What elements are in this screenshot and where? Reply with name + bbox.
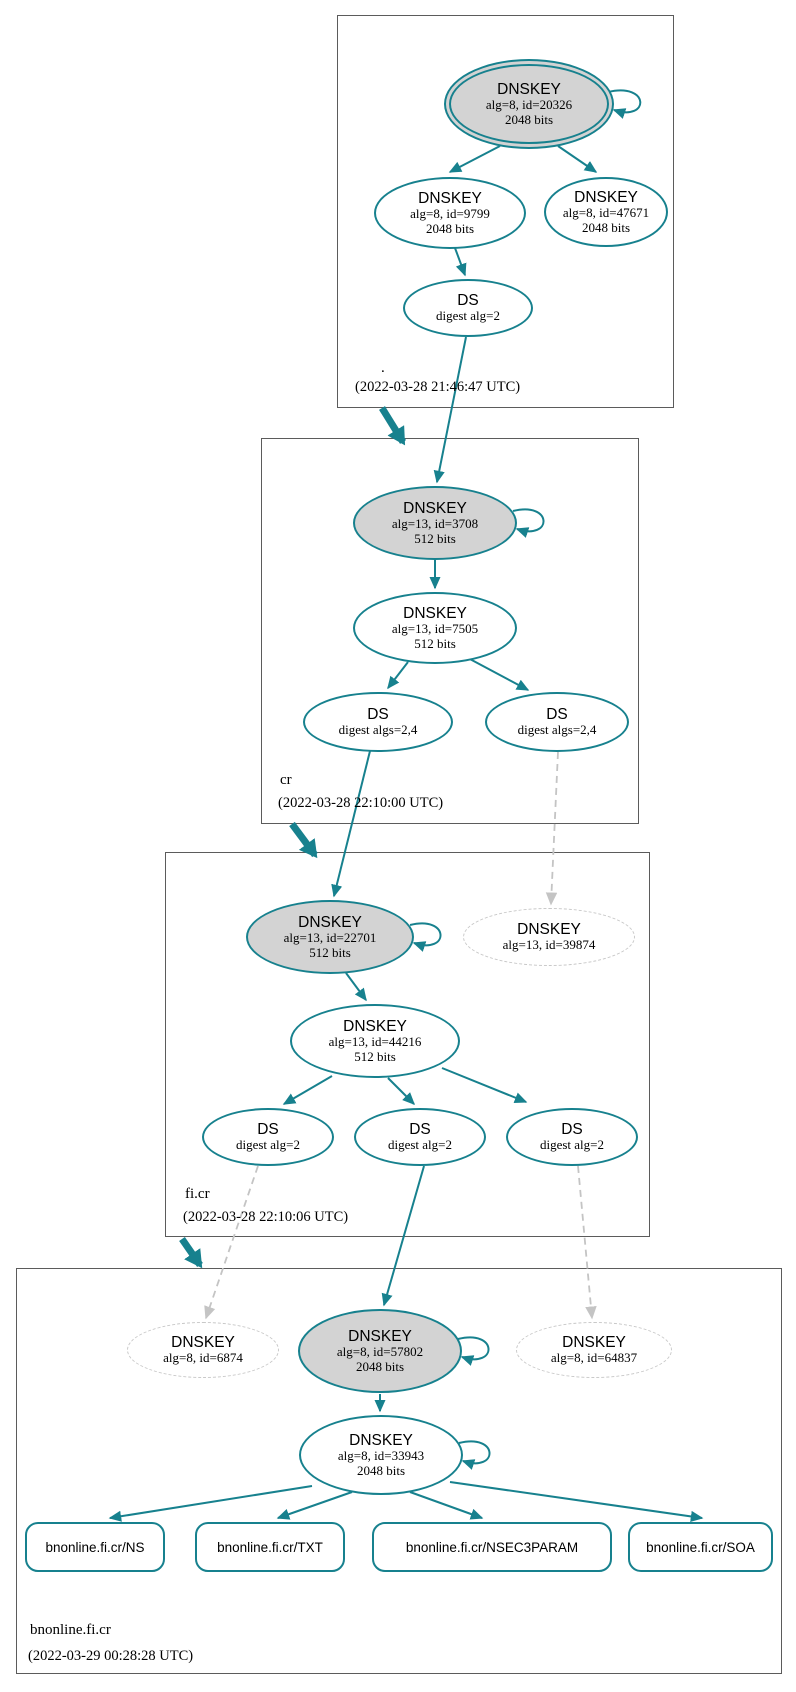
- ds-node-cr-2[interactable]: DS digest algs=2,4: [485, 692, 629, 752]
- node-detail: alg=8, id=57802: [336, 1344, 424, 1359]
- rrset-label: bnonline.fi.cr/TXT: [217, 1539, 323, 1555]
- dnskey-node-3708[interactable]: DNSKEY alg=13, id=3708 512 bits: [353, 486, 517, 560]
- node-title: DNSKEY: [418, 190, 482, 207]
- node-bits: 2048 bits: [425, 220, 475, 236]
- node-bits: 512 bits: [414, 530, 456, 546]
- dnskey-node-7505[interactable]: DNSKEY alg=13, id=7505 512 bits: [353, 592, 517, 664]
- dnskey-node-20326[interactable]: DNSKEY alg=8, id=20326 2048 bits: [444, 59, 614, 149]
- node-title: DS: [367, 706, 389, 724]
- node-detail: digest algs=2,4: [338, 722, 418, 738]
- ds-node-ficr-3[interactable]: DS digest alg=2: [506, 1108, 638, 1166]
- dnskey-node-20326-inner: DNSKEY alg=8, id=20326 2048 bits: [449, 64, 609, 144]
- ds-node-ficr-2[interactable]: DS digest alg=2: [354, 1108, 486, 1166]
- node-bits: 512 bits: [309, 944, 351, 960]
- zone-timestamp-cr: (2022-03-28 22:10:00 UTC): [278, 795, 444, 811]
- node-title: DNSKEY: [562, 1334, 626, 1352]
- node-title: DS: [457, 292, 479, 310]
- dnskey-node-57802[interactable]: DNSKEY alg=8, id=57802 2048 bits: [298, 1309, 462, 1393]
- zone-label-ficr: fi.cr: [185, 1186, 210, 1202]
- rrset-label: bnonline.fi.cr/SOA: [646, 1539, 755, 1555]
- node-detail: alg=13, id=22701: [283, 930, 377, 945]
- node-title: DNSKEY: [343, 1018, 407, 1035]
- node-title: DNSKEY: [403, 605, 467, 622]
- node-bits: 2048 bits: [504, 111, 554, 127]
- node-title: DS: [546, 706, 568, 724]
- zone-timestamp-ficr: (2022-03-28 22:10:06 UTC): [183, 1209, 349, 1225]
- rrset-node-soa[interactable]: bnonline.fi.cr/SOA: [628, 1522, 773, 1572]
- zone-timestamp-bnonline: (2022-03-29 00:28:28 UTC): [28, 1648, 194, 1664]
- zone-timestamp-root: (2022-03-28 21:46:47 UTC): [355, 379, 521, 395]
- node-detail: alg=8, id=20326: [485, 97, 573, 112]
- delegation-arrow-root-cr: [379, 406, 406, 446]
- node-detail: alg=13, id=39874: [502, 937, 596, 953]
- node-detail: alg=13, id=3708: [391, 516, 479, 531]
- dnskey-node-9799[interactable]: DNSKEY alg=8, id=9799 2048 bits: [374, 177, 526, 249]
- node-title: DS: [561, 1121, 583, 1139]
- zone-box-root: [337, 15, 674, 408]
- zone-label-cr: cr: [280, 772, 292, 788]
- node-detail: alg=8, id=64837: [550, 1350, 638, 1366]
- node-bits: 2048 bits: [581, 219, 631, 235]
- rrset-node-txt[interactable]: bnonline.fi.cr/TXT: [195, 1522, 345, 1572]
- rrset-node-nsec3param[interactable]: bnonline.fi.cr/NSEC3PARAM: [372, 1522, 612, 1572]
- node-title: DNSKEY: [348, 1328, 412, 1345]
- node-title: DNSKEY: [403, 500, 467, 517]
- zone-label-root: .: [381, 360, 385, 376]
- node-title: DNSKEY: [349, 1432, 413, 1449]
- node-detail: alg=8, id=6874: [163, 1350, 243, 1366]
- node-title: DNSKEY: [517, 921, 581, 939]
- node-detail: digest alg=2: [435, 308, 501, 324]
- dnskey-node-47671[interactable]: DNSKEY alg=8, id=47671 2048 bits: [544, 177, 668, 247]
- dnskey-node-64837-missing[interactable]: DNSKEY alg=8, id=64837: [516, 1322, 672, 1378]
- node-detail: digest alg=2: [539, 1137, 605, 1153]
- zone-label-bnonline: bnonline.fi.cr: [30, 1622, 111, 1638]
- node-detail: alg=13, id=7505: [391, 621, 479, 636]
- delegation-arrow-cr-ficr: [289, 821, 318, 859]
- node-bits: 2048 bits: [356, 1462, 406, 1478]
- dnskey-node-6874-missing[interactable]: DNSKEY alg=8, id=6874: [127, 1322, 279, 1378]
- node-title: DNSKEY: [497, 81, 561, 98]
- ds-node-root[interactable]: DS digest alg=2: [403, 279, 533, 337]
- dnskey-node-44216[interactable]: DNSKEY alg=13, id=44216 512 bits: [290, 1004, 460, 1078]
- node-detail: alg=8, id=9799: [410, 206, 490, 221]
- node-title: DNSKEY: [574, 189, 638, 206]
- ds-node-ficr-1[interactable]: DS digest alg=2: [202, 1108, 334, 1166]
- node-title: DS: [257, 1121, 279, 1139]
- node-detail: alg=13, id=44216: [328, 1034, 422, 1049]
- node-title: DNSKEY: [298, 914, 362, 931]
- rrset-node-ns[interactable]: bnonline.fi.cr/NS: [25, 1522, 165, 1572]
- rrset-label: bnonline.fi.cr/NSEC3PARAM: [405, 1539, 579, 1555]
- node-detail: alg=8, id=47671: [562, 205, 650, 220]
- dnskey-node-33943[interactable]: DNSKEY alg=8, id=33943 2048 bits: [299, 1415, 463, 1495]
- rrset-label: bnonline.fi.cr/NS: [45, 1539, 145, 1555]
- dnskey-node-39874-missing[interactable]: DNSKEY alg=13, id=39874: [463, 908, 635, 966]
- node-title: DS: [409, 1121, 431, 1139]
- dnskey-node-22701[interactable]: DNSKEY alg=13, id=22701 512 bits: [246, 900, 414, 974]
- node-bits: 512 bits: [414, 635, 456, 651]
- node-title: DNSKEY: [171, 1334, 235, 1352]
- node-bits: 512 bits: [354, 1048, 396, 1064]
- node-detail: alg=8, id=33943: [337, 1448, 425, 1463]
- delegation-arrow-ficr-bnonline: [179, 1237, 203, 1269]
- node-bits: 2048 bits: [355, 1358, 405, 1374]
- node-detail: digest alg=2: [235, 1137, 301, 1153]
- node-detail: digest algs=2,4: [517, 722, 597, 738]
- node-detail: digest alg=2: [387, 1137, 453, 1153]
- ds-node-cr-1[interactable]: DS digest algs=2,4: [303, 692, 453, 752]
